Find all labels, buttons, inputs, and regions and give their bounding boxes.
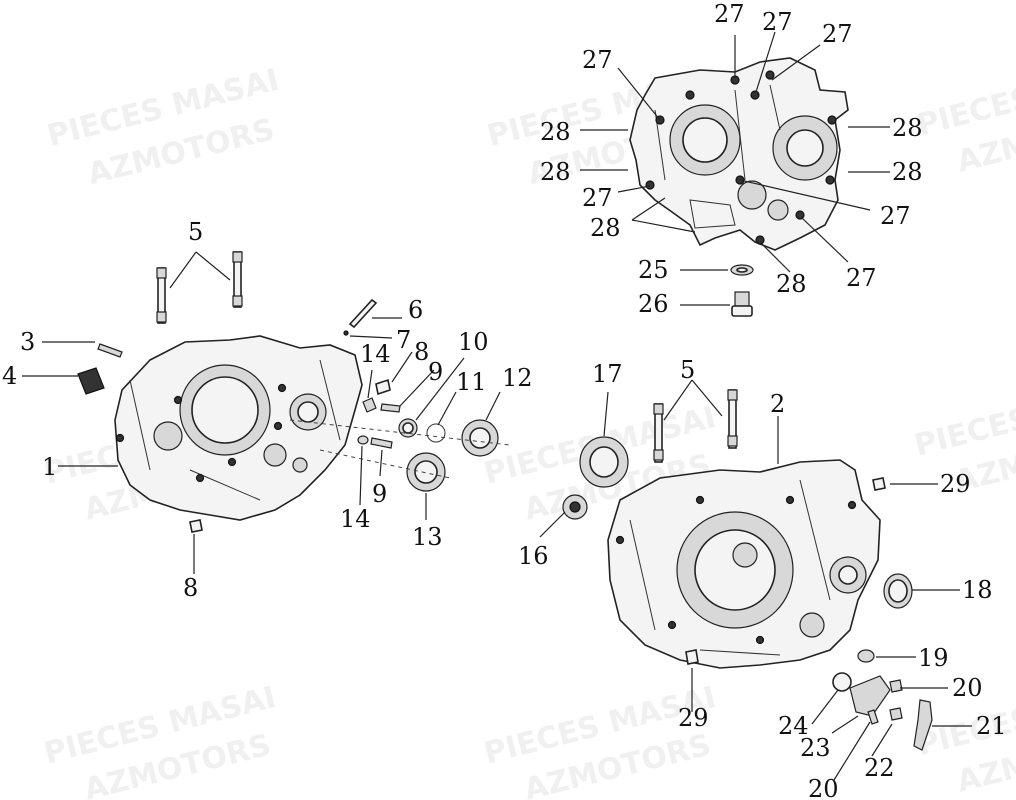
rubber-block-4: [77, 367, 105, 395]
callout-20: 20: [952, 674, 983, 702]
callout-27: 27: [846, 264, 877, 292]
callout-12: 12: [502, 364, 533, 392]
bearing-12: [461, 419, 499, 457]
o-ring-11: [426, 423, 446, 443]
assembly-axis-line: [289, 419, 511, 446]
callout-27: 27: [582, 46, 613, 74]
callout-5: 5: [188, 218, 203, 246]
callout-1: 1: [42, 453, 57, 481]
callout-16: 16: [518, 542, 549, 570]
callout-9: 9: [428, 358, 443, 386]
bearing-13: [406, 452, 446, 492]
callout-28: 28: [892, 158, 923, 186]
callout-27: 27: [880, 202, 911, 230]
callout-27: 27: [714, 0, 745, 28]
seal-ring-18: [883, 573, 913, 609]
callout-28: 28: [590, 214, 621, 242]
callout-29: 29: [678, 704, 709, 732]
dowel-pin-29: [685, 477, 886, 665]
seal-16: [562, 494, 588, 520]
bearing-17: [579, 436, 629, 488]
callout-28: 28: [540, 118, 571, 146]
callout-22: 22: [864, 754, 895, 782]
leader-lines: [22, 31, 972, 781]
callout-28: 28: [892, 114, 923, 142]
callout-24: 24: [778, 712, 809, 740]
callout-3: 3: [20, 328, 35, 356]
assembly-axis-line: [319, 449, 451, 479]
dowel-7: [343, 330, 349, 336]
callout-9: 9: [372, 480, 387, 508]
callout-20: 20: [808, 775, 839, 800]
watermark-line1: PIECES MASAI: [911, 372, 1016, 463]
callout-4: 4: [2, 362, 17, 390]
callout-7: 7: [396, 326, 411, 354]
callout-27: 27: [762, 8, 793, 36]
pin-6: [348, 298, 378, 329]
callout-21: 21: [976, 712, 1007, 740]
callout-25: 25: [638, 256, 669, 284]
callout-28: 28: [540, 158, 571, 186]
callout-18: 18: [962, 576, 993, 604]
callout-2: 2: [770, 390, 785, 418]
washer-25: [730, 264, 754, 276]
crankcase-right-half: [607, 459, 881, 669]
seal-10: [398, 418, 418, 438]
callout-8: 8: [414, 338, 429, 366]
callout-10: 10: [458, 328, 489, 356]
callout-11: 11: [456, 368, 487, 396]
bolts-9-14: [357, 397, 401, 449]
callout-23: 23: [800, 734, 831, 762]
callout-13: 13: [412, 523, 443, 551]
dowel-pin-8: [189, 378, 391, 533]
callout-17: 17: [592, 360, 623, 388]
callout-29: 29: [940, 470, 971, 498]
stud-bolts-5-left: [156, 251, 243, 324]
callout-14: 14: [340, 505, 371, 533]
bolt-3: [97, 343, 123, 358]
callout-27: 27: [582, 184, 613, 212]
callout-19: 19: [918, 644, 949, 672]
callout-5: 5: [680, 356, 695, 384]
oil-pump-parts: [832, 649, 933, 751]
callout-8: 8: [183, 574, 198, 602]
crankcase-left-half: [114, 335, 363, 521]
callout-28: 28: [776, 270, 807, 298]
callout-26: 26: [638, 290, 669, 318]
stud-bolts-5-right: [653, 389, 738, 463]
crankcase-inner-view: [629, 57, 849, 251]
callout-27: 27: [822, 20, 853, 48]
callout-14: 14: [360, 340, 391, 368]
callout-6: 6: [408, 296, 423, 324]
drain-bolt-26: [731, 291, 753, 317]
watermark-line1: PIECES MASAI: [913, 52, 1016, 143]
